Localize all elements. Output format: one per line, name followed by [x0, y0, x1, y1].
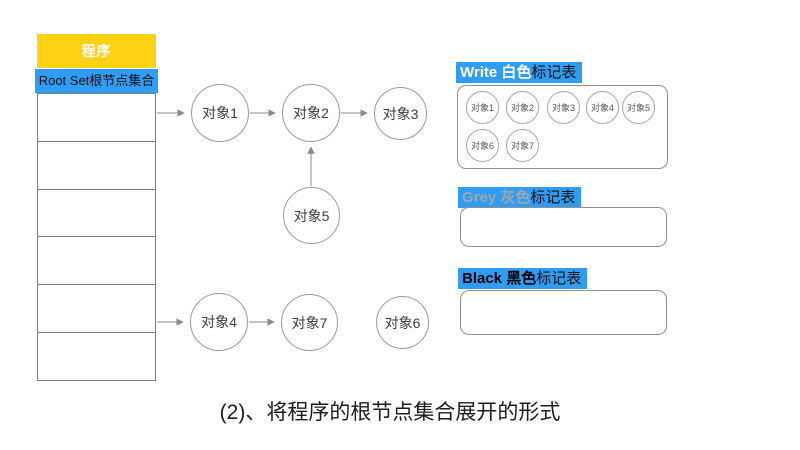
grey-table-label: Grey 灰色标记表: [458, 187, 582, 208]
program-table-empty-row: [38, 237, 155, 286]
node-obj2: 对象2: [282, 84, 340, 142]
program-table-empty-row: [38, 94, 155, 142]
program-table-empty-row: [38, 190, 155, 238]
node-obj5: 对象5: [283, 187, 340, 244]
program-table-empty-row: [38, 285, 155, 334]
white-table-item: 对象6: [466, 129, 499, 162]
white-table-item: 对象2: [506, 91, 539, 124]
white-table-label-bold: Write 白色: [460, 64, 532, 81]
white-table-item: 对象1: [466, 91, 499, 124]
black-table-label-rest: 标记表: [536, 270, 582, 287]
white-table-label-rest: 标记表: [531, 64, 577, 81]
white-table-item: 对象7: [506, 129, 539, 162]
root-set-row: Root Set根节点集合: [35, 69, 158, 93]
node-obj3: 对象3: [374, 87, 427, 140]
white-table-item: 对象3: [547, 91, 580, 124]
program-table: [37, 93, 156, 381]
white-table-item: 对象5: [622, 91, 655, 124]
program-table-header: 程序: [37, 34, 156, 68]
node-obj4: 对象4: [190, 293, 248, 351]
black-table-box: [460, 290, 667, 335]
white-table-item: 对象4: [586, 91, 619, 124]
black-table-label: Black 黑色标记表: [458, 268, 588, 289]
grey-table-label-bold: Grey 灰色: [462, 189, 531, 206]
program-table-empty-row: [38, 142, 155, 190]
black-table-label-bold: Black 黑色: [462, 270, 537, 287]
grey-table-label-rest: 标记表: [530, 189, 576, 206]
node-obj6: 对象6: [376, 296, 429, 349]
node-obj1: 对象1: [191, 84, 249, 142]
grey-table-box: [460, 207, 667, 247]
white-table-label: Write 白色标记表: [456, 62, 583, 83]
node-obj7: 对象7: [281, 294, 338, 351]
caption: (2)、将程序的根节点集合展开的形式: [219, 401, 561, 424]
white-table-box: 对象1 对象2 对象3 对象4 对象5 对象6 对象7: [457, 85, 668, 169]
